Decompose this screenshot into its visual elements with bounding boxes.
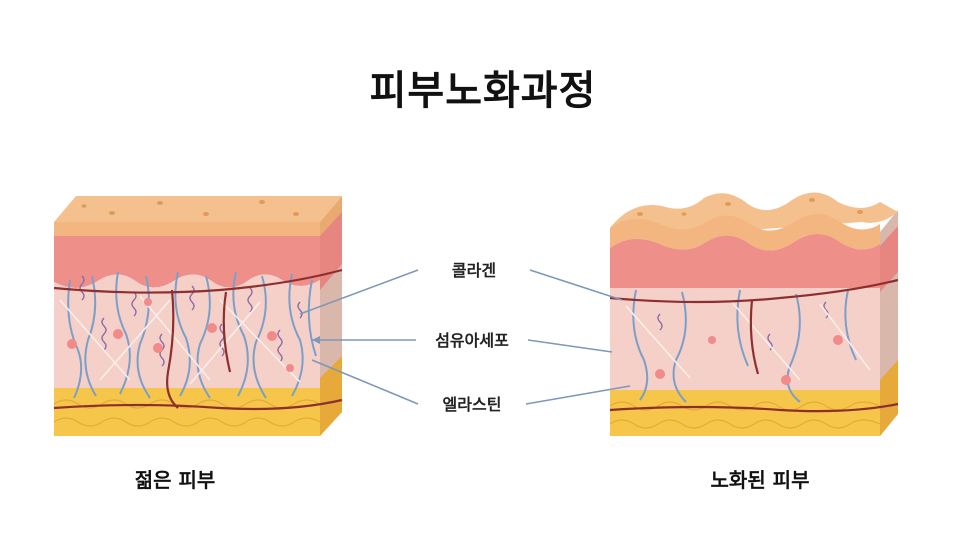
label-collagen: 콜라겐 [452,261,496,280]
young-dermis-papillary [54,236,320,288]
label-elastin: 엘라스틴 [443,395,502,414]
aged-dermis-papillary [610,234,880,290]
caption-aged-skin: 노화된 피부 [710,468,810,492]
caption-young-skin: 젊은 피부 [134,468,216,492]
young-skin-block [53,196,343,436]
young-epidermis [54,222,320,236]
young-fat-layer [54,388,320,436]
aged-fat-layer [610,390,880,436]
pointer-lines [299,269,631,405]
aged-epidermis [610,214,880,251]
aged-epidermis-top [610,192,898,240]
young-epidermis-top [54,196,342,222]
label-fibroblast: 섬유아세포 [435,331,509,350]
page-title: 피부노화과정 [369,68,597,114]
aged-skin-block [609,192,899,436]
